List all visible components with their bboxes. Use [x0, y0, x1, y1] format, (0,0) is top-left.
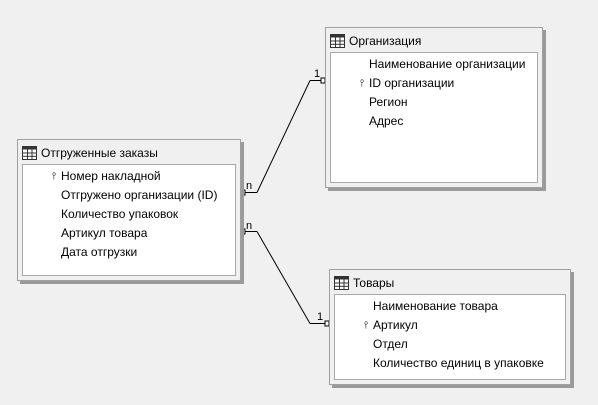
- table-goods[interactable]: Товары Наименование товара ⫯ Артикул Отд…: [329, 269, 571, 385]
- key-icon: ⫯: [363, 320, 369, 331]
- relation-orders-organization[interactable]: [240, 77, 326, 196]
- table-title: Организация: [349, 34, 422, 48]
- field-name: ID организации: [369, 76, 455, 90]
- field-name: Наименование организации: [369, 57, 526, 71]
- key-icon: ⫯: [51, 171, 57, 182]
- field-name: Количество единиц в упаковке: [373, 356, 544, 370]
- field-list[interactable]: Наименование организации ⫯ ID организаци…: [330, 52, 538, 183]
- cardinality-label: 1: [317, 311, 324, 323]
- table-title-bar[interactable]: Отгруженные заказы: [22, 145, 158, 161]
- field-name: Наименование товара: [373, 299, 498, 313]
- table-shipped-orders[interactable]: Отгруженные заказы ⫯ Номер накладной Отг…: [17, 139, 241, 281]
- key-icon: ⫯: [359, 78, 365, 89]
- field-name: Артикул товара: [61, 226, 148, 240]
- field-list[interactable]: ⫯ Номер накладной Отгружено организации …: [22, 164, 236, 276]
- cardinality-label: 1: [314, 68, 321, 80]
- field-name: Регион: [369, 95, 408, 109]
- table-title-bar[interactable]: Организация: [330, 33, 421, 49]
- field-name: Дата отгрузки: [61, 245, 138, 259]
- table-icon: [334, 276, 349, 290]
- table-organization[interactable]: Организация Наименование организации ⫯ I…: [325, 27, 543, 188]
- field-name: Количество упаковок: [61, 207, 179, 221]
- relation-orders-goods[interactable]: [240, 228, 330, 327]
- field-name: Отдел: [373, 337, 408, 351]
- field-name: Номер накладной: [61, 169, 161, 183]
- table-title-bar[interactable]: Товары: [334, 275, 394, 291]
- cardinality-label: n: [246, 220, 253, 232]
- cardinality-label: n: [246, 180, 253, 192]
- field-list[interactable]: Наименование товара ⫯ Артикул Отдел Коли…: [334, 294, 566, 380]
- table-icon: [22, 146, 37, 160]
- field-name: Адрес: [369, 114, 404, 128]
- table-icon: [330, 34, 345, 48]
- table-title: Отгруженные заказы: [41, 146, 158, 160]
- field-name: Отгружено организации (ID): [61, 188, 218, 202]
- table-title: Товары: [353, 276, 395, 290]
- field-name: Артикул: [373, 318, 418, 332]
